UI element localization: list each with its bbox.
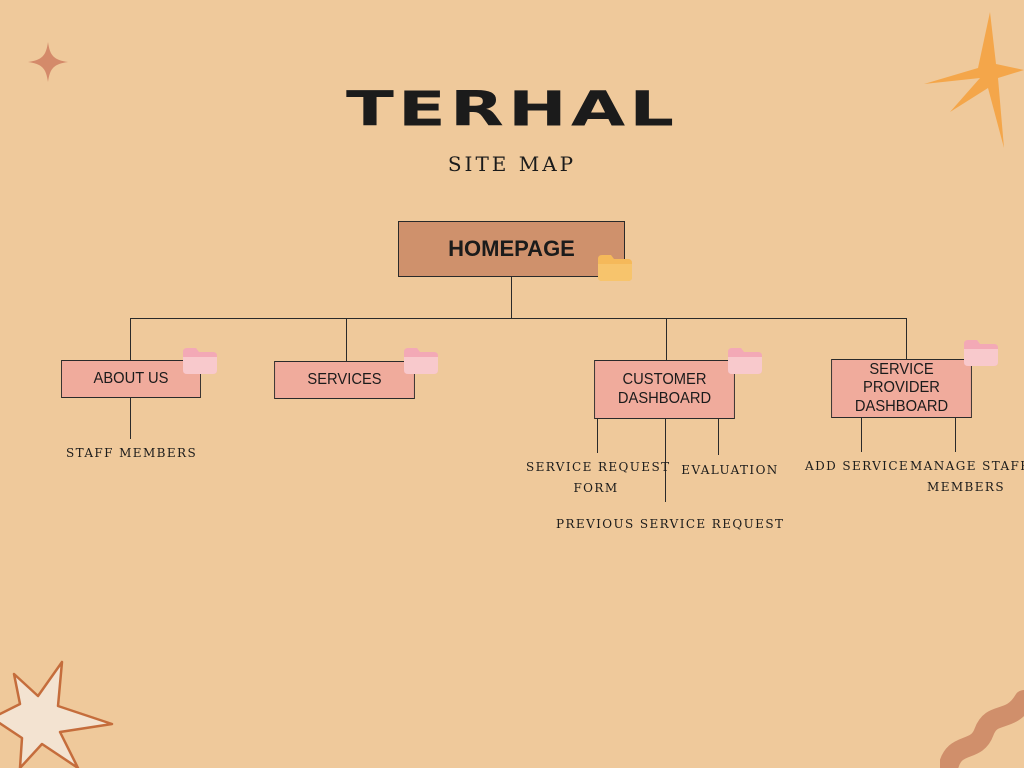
connector-horizontal — [130, 318, 907, 320]
folder-icon — [728, 348, 762, 374]
sparkle-icon — [28, 42, 68, 82]
service-request-form-line1: SERVICE REQUEST — [526, 460, 671, 474]
homepage-label: HOMEPAGE — [448, 236, 575, 262]
folder-icon — [183, 348, 217, 374]
connector-service-request-form — [597, 418, 599, 453]
homepage-node: HOMEPAGE — [398, 221, 625, 277]
about-us-node: ABOUT US — [61, 360, 201, 398]
connector-root-down — [511, 277, 513, 319]
page-title: TERHAL — [345, 82, 679, 138]
manage-staff-members-leaf: MANAGE STAFF MEMBERS — [910, 456, 1024, 498]
service-request-form-leaf: SERVICE REQUEST FORM — [526, 457, 671, 499]
service-provider-dashboard-label-line1: SERVICE PROVIDER — [863, 360, 940, 397]
connector-services — [346, 318, 348, 361]
services-node: SERVICES — [274, 361, 415, 399]
connector-customer-dashboard — [666, 318, 668, 360]
folder-icon — [964, 340, 998, 366]
add-service-leaf: ADD SERVICE — [805, 459, 910, 473]
staff-members-leaf: STAFF MEMBERS — [66, 446, 198, 460]
manage-staff-members-line2: MEMBERS — [927, 480, 1005, 494]
manage-staff-members-line1: MANAGE STAFF — [910, 459, 1024, 473]
customer-dashboard-label-line1: CUSTOMER — [622, 371, 707, 389]
connector-about-us — [130, 318, 132, 360]
service-request-form-line2: FORM — [573, 481, 619, 495]
page-subtitle: SITE MAP — [447, 152, 577, 176]
customer-dashboard-label-line2: DASHBOARD — [617, 389, 712, 407]
wave-icon — [940, 690, 1024, 768]
folder-icon — [598, 255, 632, 281]
about-us-label: ABOUT US — [93, 369, 169, 387]
service-provider-dashboard-node: SERVICE PROVIDER DASHBOARD — [831, 359, 972, 418]
connector-evaluation — [718, 418, 720, 455]
evaluation-leaf: EVALUATION — [681, 463, 779, 477]
service-provider-dashboard-label-line2: DASHBOARD — [854, 397, 949, 415]
connector-service-provider-dashboard — [906, 318, 908, 359]
connector-add-service — [861, 417, 863, 452]
connector-manage-staff-members — [955, 417, 957, 452]
connector-staff-members — [130, 397, 132, 439]
customer-dashboard-node: CUSTOMER DASHBOARD — [594, 360, 735, 419]
connector-previous-service-request — [665, 418, 667, 502]
star-burst-icon — [0, 660, 114, 768]
services-label: SERVICES — [307, 370, 382, 388]
previous-service-request-leaf: PREVIOUS SERVICE REQUEST — [556, 517, 785, 531]
folder-icon — [404, 348, 438, 374]
star-burst-icon — [924, 12, 1024, 148]
